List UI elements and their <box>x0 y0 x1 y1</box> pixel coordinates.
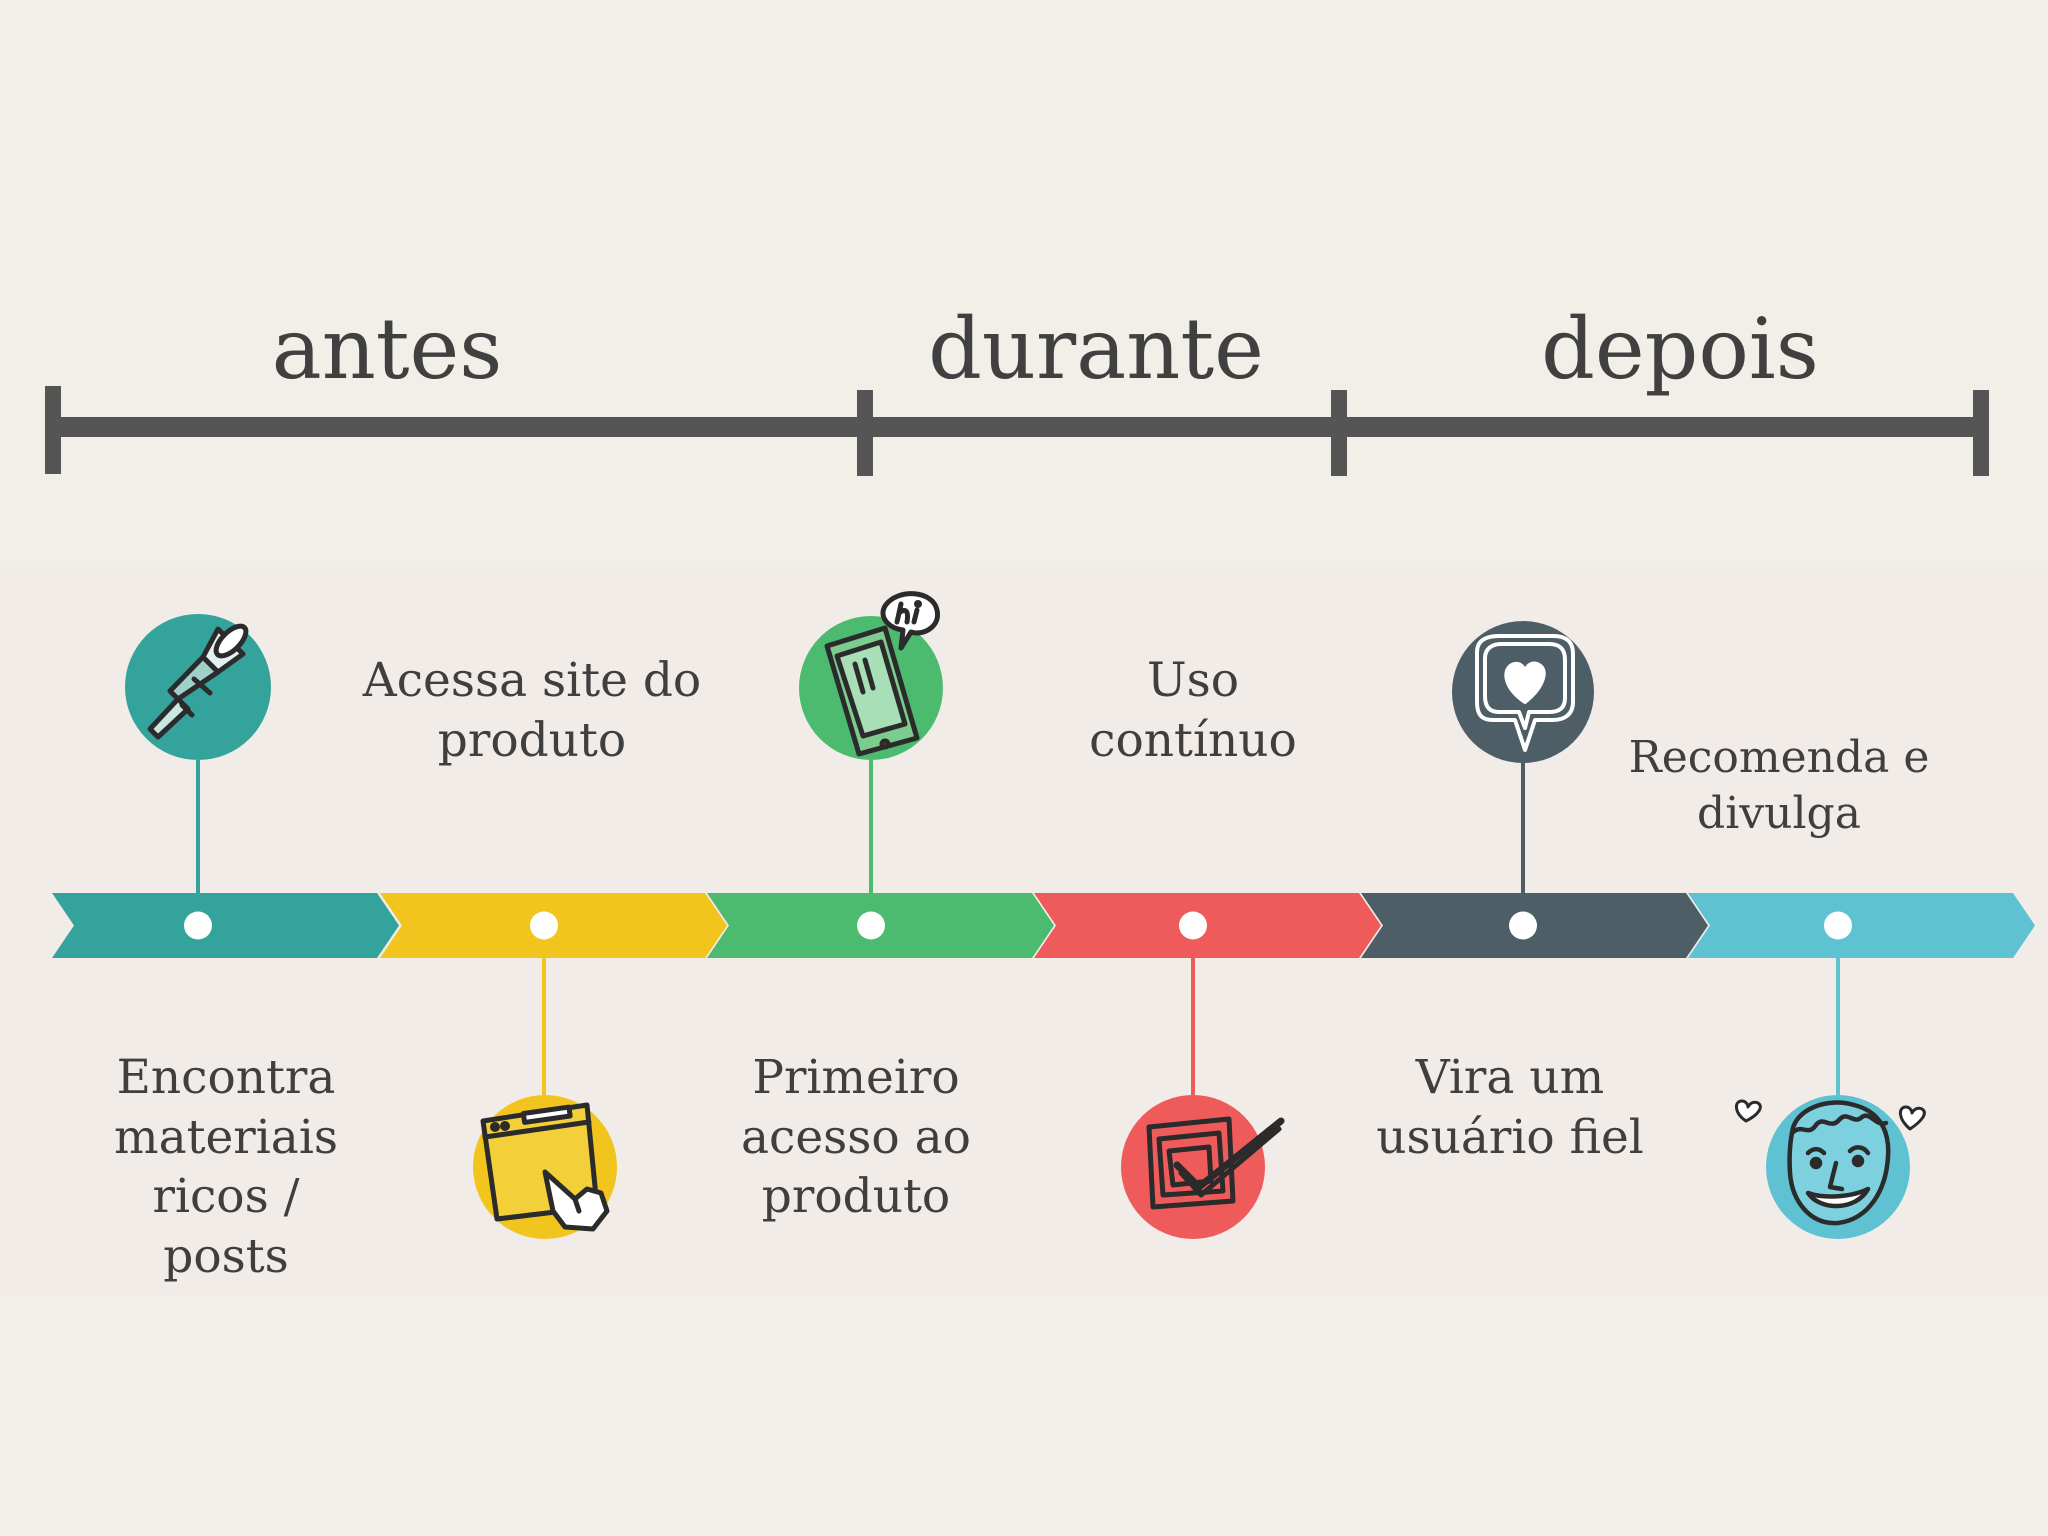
timeline-dot <box>1179 911 1207 940</box>
phase-tick-durante-depois <box>1331 390 1347 476</box>
chevron-segment <box>1688 893 2035 958</box>
timeline-dot <box>857 911 885 940</box>
step-label-line: Primeiro <box>752 1050 960 1105</box>
phase-label-durante: durante <box>928 300 1264 398</box>
checkbox-icon <box>1121 1095 1285 1239</box>
timeline-dot <box>530 911 558 940</box>
step-label-line: Encontra <box>116 1050 336 1105</box>
step-label-vira-usuario-fiel: Vira um usuário fiel <box>1330 1048 1690 1167</box>
step-label-line: acesso ao <box>741 1109 971 1165</box>
heart-bubble-icon <box>1452 621 1594 763</box>
happy-face-icon <box>1735 1095 1926 1239</box>
browser-click-icon <box>473 1095 617 1239</box>
step-label-encontra-materiais: Encontra materiais ricos / posts <box>46 1048 406 1287</box>
chevron-segment <box>1034 893 1381 958</box>
step-label-line: usuário fiel <box>1376 1109 1644 1165</box>
spyglass-icon <box>125 614 271 760</box>
phase-label-antes: antes <box>271 300 503 398</box>
step-label-acessa-site: Acessa site do produto <box>332 651 732 770</box>
phase-label-depois: depois <box>1541 300 1819 398</box>
step-label-line: Vira um <box>1415 1050 1605 1105</box>
step-label-line: contínuo <box>1089 712 1297 768</box>
phase-tick-start <box>45 386 61 474</box>
step-label-line: divulga <box>1697 787 1861 839</box>
chevron-track <box>52 893 2035 958</box>
step-label-line: posts <box>163 1229 289 1285</box>
step-label-line: produto <box>437 712 627 768</box>
step-label-line: Acessa site do <box>362 653 702 708</box>
phase-bracket <box>45 386 1989 476</box>
step-label-uso-continuo: Uso contínuo <box>1013 651 1373 770</box>
timeline-dot <box>1509 911 1537 940</box>
step-label-line: produto <box>761 1169 951 1225</box>
phase-tick-end <box>1973 390 1989 476</box>
connector-stems <box>196 760 1840 1095</box>
phase-tick-antes-durante <box>857 390 873 476</box>
step-label-line: Uso <box>1146 653 1240 708</box>
step-label-line: materiais <box>114 1109 338 1165</box>
checkbox-icon-circle <box>1121 1095 1265 1239</box>
phase-bar <box>45 417 1987 437</box>
timeline-dot <box>1824 911 1852 940</box>
timeline-dots <box>184 911 1852 940</box>
phone-hi-icon <box>799 591 943 760</box>
timeline-dot <box>184 911 212 940</box>
chevron-segment <box>52 893 399 958</box>
step-label-line: Recomenda e <box>1628 732 1930 783</box>
step-label-line: ricos / <box>152 1169 300 1225</box>
step-label-primeiro-acesso: Primeiro acesso ao produto <box>676 1048 1036 1227</box>
step-label-recomenda-divulga: Recomenda e divulga <box>1579 730 1979 842</box>
